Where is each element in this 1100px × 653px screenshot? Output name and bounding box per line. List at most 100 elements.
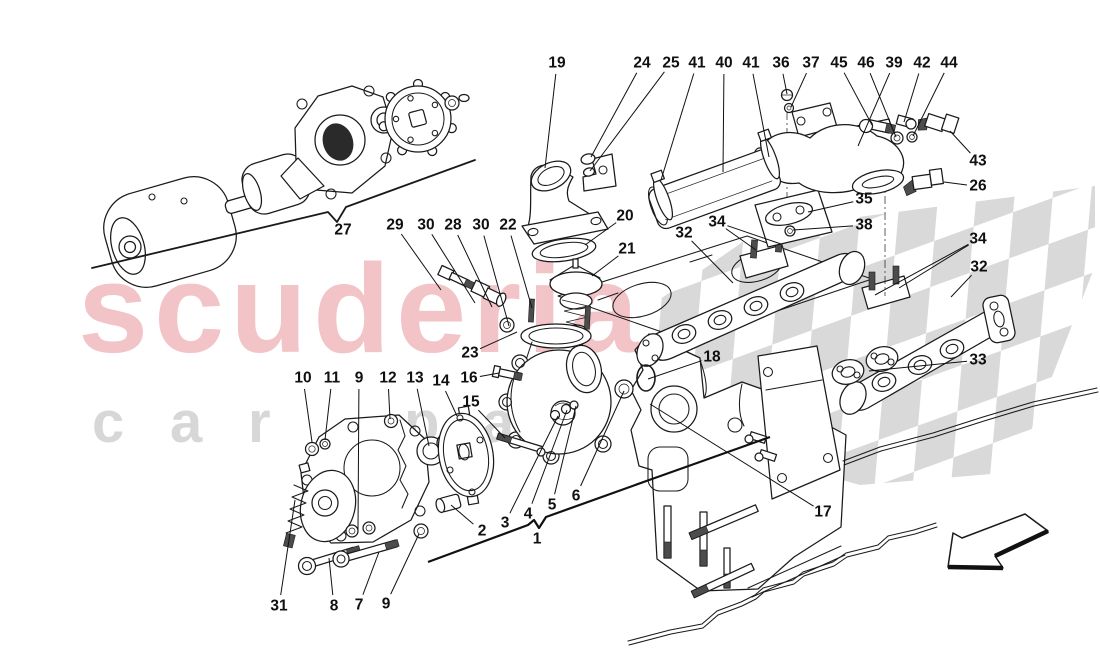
part-number-label: 18 [703, 349, 721, 366]
group-27-brace [91, 159, 476, 269]
callout-30: 30 [472, 217, 510, 327]
callout-23: 23 [461, 331, 518, 362]
part-number-label: 2 [478, 523, 487, 540]
part-number-label: 42 [913, 55, 930, 72]
part-number-label: 39 [885, 55, 903, 72]
callout-38: 38 [792, 217, 873, 234]
part-number-label: 9 [382, 596, 391, 613]
callout-41: 41 [742, 55, 770, 158]
sensor-26 [903, 167, 945, 197]
part-number-label: 16 [460, 370, 478, 387]
bolt-16 [491, 364, 523, 381]
callout-20: 20 [584, 208, 634, 246]
washer-44 [906, 131, 918, 143]
part-number-label: 35 [855, 191, 873, 208]
callout-3: 3 [501, 415, 559, 532]
bolt-7 [332, 539, 400, 568]
part-number-label: 13 [406, 370, 424, 387]
washer-46 [890, 131, 904, 145]
water-pipe-group [647, 128, 782, 230]
part-number-label: 21 [618, 241, 636, 258]
callout-22: 22 [499, 217, 533, 309]
callout-8: 8 [328, 557, 339, 615]
callout-14: 14 [432, 373, 458, 417]
part-number-label: 36 [772, 55, 790, 72]
callout-39: 39 [857, 55, 903, 147]
rear-water-manifold [839, 265, 1016, 415]
part-number-label: 34 [969, 231, 987, 248]
callout-6: 6 [572, 390, 625, 505]
callout-4: 4 [524, 409, 568, 523]
callout-24: 24 [590, 55, 651, 158]
callout-36: 36 [772, 55, 790, 95]
callout-32: 32 [675, 225, 734, 284]
callout-26: 26 [943, 178, 987, 195]
part-number-label: 43 [969, 153, 987, 170]
mounting-bracket [580, 153, 617, 192]
callout-41: 41 [660, 55, 706, 181]
callout-12: 12 [379, 370, 397, 420]
callout-1: 1 [533, 531, 542, 548]
callout-31: 31 [270, 499, 296, 615]
washer-9 [413, 523, 429, 539]
callout-25: 25 [589, 55, 680, 172]
part-number-label: 34 [708, 214, 726, 231]
gasket-35 [764, 202, 814, 226]
part-number-label: 26 [969, 178, 987, 195]
part-number-label: 4 [524, 506, 533, 523]
callout-2: 2 [450, 504, 487, 540]
manifold-stud [892, 265, 900, 285]
part-number-label: 40 [715, 55, 732, 72]
part-number-label: 37 [802, 55, 819, 72]
callout-29: 29 [386, 217, 442, 291]
part-number-label: 14 [432, 373, 450, 390]
seal-38 [784, 225, 796, 237]
pump-flange-plate [378, 78, 457, 157]
part-number-label: 30 [472, 217, 489, 234]
callout-16: 16 [460, 370, 500, 387]
part-number-label: 7 [355, 597, 364, 614]
seal-12 [383, 413, 399, 429]
part-number-label: 32 [970, 259, 987, 276]
manifold-flange-gaskets [831, 346, 899, 385]
callout-33: 33 [868, 352, 987, 372]
part-number-label: 6 [572, 488, 581, 505]
callout-9: 9 [355, 370, 364, 531]
callout-10: 10 [294, 370, 313, 443]
part-number-label: 25 [662, 55, 680, 72]
callout-21: 21 [591, 241, 636, 277]
callout-34: 34 [874, 231, 987, 296]
part-number-label: 12 [379, 370, 396, 387]
part-number-label: 3 [501, 515, 510, 532]
part-number-label: 46 [857, 55, 875, 72]
o-ring-18 [636, 364, 656, 392]
spacer-2 [435, 493, 462, 514]
group-1-brace [427, 435, 771, 564]
callout-27: 27 [334, 222, 351, 239]
sensor-43 [917, 113, 960, 134]
nut-10 [304, 441, 320, 457]
washer-25 [582, 167, 596, 177]
part-number-label: 22 [499, 217, 516, 234]
part-number-label: 11 [324, 370, 341, 387]
housing-foot [851, 169, 905, 195]
bolt-45 [866, 118, 897, 135]
pump-cover-plate [437, 405, 495, 506]
part-number-label: 32 [675, 225, 692, 242]
callout-5: 5 [548, 405, 577, 514]
part-number-label: 41 [742, 55, 760, 72]
callout-34: 34 [708, 214, 782, 251]
part-number-label: 19 [548, 55, 566, 72]
callout-45: 45 [830, 55, 873, 126]
part-number-label: 41 [688, 55, 706, 72]
part-number-label: 23 [461, 345, 479, 362]
water-pump-exploded-view [91, 78, 476, 288]
callout-18: 18 [647, 349, 721, 380]
part-number-label: 5 [548, 497, 557, 514]
stud-22 [528, 298, 535, 323]
callout-11: 11 [324, 370, 341, 441]
manifold-stud [868, 271, 876, 291]
callout-13: 13 [406, 370, 430, 447]
